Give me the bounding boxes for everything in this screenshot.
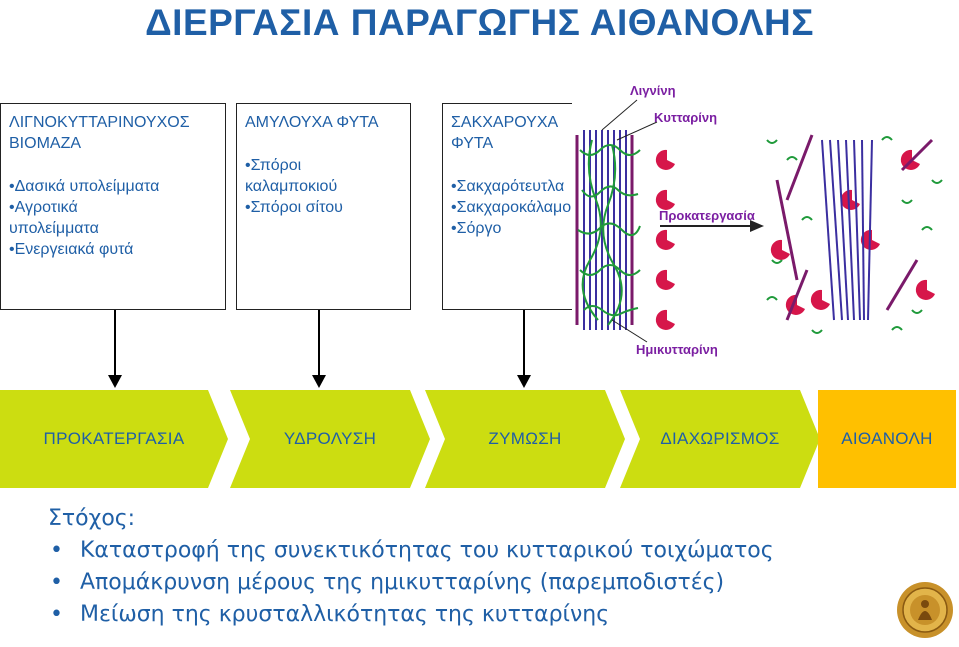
feedstock-item: •Σακχαροκάλαμο	[451, 199, 572, 216]
feedstock-item: •Σπόροι	[245, 157, 302, 174]
cellulose-fibers	[583, 130, 627, 330]
feedstock-header: ΣΑΚΧΑΡΟΥΧΑ ΦΥΤΑ	[451, 114, 558, 152]
feedstock-item: υπολείμματα	[9, 220, 99, 237]
arrow-down-icon	[517, 375, 531, 388]
goal-title: Στόχος:	[48, 506, 136, 531]
process-step-label: ΔΙΑΧΩΡΙΣΜΟΣ	[660, 429, 780, 448]
ethanol-box-shape	[818, 390, 956, 488]
goal-item: Μείωση της κρυσταλλικότητας της κυτταρίν…	[48, 599, 774, 631]
feedstock-starch-box: ΑΜΥΛΟΥΧΑ ΦΥΤΑ •Σπόροι καλαμποκιού •Σπόρο…	[236, 103, 411, 310]
feedstock-lignocellulosic-box: ΛΙΓΝΟΚΥΤΤΑΡΙΝΟΥΧΟΣ ΒΙΟΜΑΖΑ •Δασικά υπολε…	[0, 103, 226, 310]
hemicellulose-fragments	[766, 136, 943, 334]
hemicellulose-strands	[577, 139, 641, 326]
process-step-separation: ΔΙΑΧΩΡΙΣΜΟΣ	[620, 390, 820, 488]
feedstock-item: •Σακχαρότευτλα	[451, 178, 565, 195]
step-arrow-shape	[0, 390, 228, 488]
page-title: ΔΙΕΡΓΑΣΙΑ ΠΑΡΑΓΩΓΗΣ ΑΙΘΑΝΟΛΗΣ	[145, 2, 814, 43]
goal-item: Απομάκρυνση μέρους της ημικυτταρίνης (πα…	[48, 567, 774, 599]
feedstock-item: •Σπόροι σίτου	[245, 199, 343, 216]
lignocellulose-diagram-svg	[572, 80, 959, 370]
step-arrow-shape	[425, 390, 625, 488]
process-step-hydrolysis: ΥΔΡΟΛΥΣΗ	[230, 390, 430, 488]
pretreatment-label: Προκατεργασία	[659, 208, 755, 223]
disrupted-fibers	[821, 139, 873, 321]
feedstock-item: •Σόργο	[451, 220, 502, 237]
connector-line	[114, 310, 116, 376]
hemicellulose-label: Ημικυτταρίνη	[636, 342, 718, 357]
lignin-strands	[575, 135, 634, 325]
feedstock-item: •Ενεργειακά φυτά	[9, 241, 134, 258]
lignin-label: Λιγνίνη	[630, 83, 676, 98]
step-arrow-shape	[620, 390, 820, 488]
process-step-pretreatment: ΠΡΟΚΑΤΕΡΓΑΣΙΑ	[0, 390, 228, 488]
goal-item: Καταστροφή της συνεκτικότητας του κυτταρ…	[48, 535, 774, 567]
process-step-label: ΥΔΡΟΛΥΣΗ	[283, 429, 377, 448]
lignin-fragments	[775, 134, 934, 321]
connector-line	[318, 310, 320, 376]
process-step-fermentation: ΖΥΜΩΣΗ	[425, 390, 625, 488]
arrow-down-icon	[312, 375, 326, 388]
connector-line	[523, 310, 525, 376]
process-step-label: ΑΙΘΑΝΟΛΗ	[841, 429, 933, 448]
feedstock-item: •Αγροτικά	[9, 199, 78, 216]
feedstock-sugar-box: ΣΑΚΧΑΡΟΥΧΑ ΦΥΤΑ •Σακχαρότευτλα •Σακχαροκ…	[442, 103, 587, 310]
cellulose-label: Κυτταρίνη	[654, 110, 718, 125]
goal-section: Στόχος: Καταστροφή της συνεκτικότητας το…	[48, 506, 774, 631]
feedstock-header: ΛΙΓΝΟΚΥΤΤΑΡΙΝΟΥΧΟΣ ΒΙΟΜΑΖΑ	[9, 114, 190, 152]
arrow-down-icon	[108, 375, 122, 388]
feedstock-item: •Δασικά υπολείμματα	[9, 178, 160, 195]
process-step-label: ΠΡΟΚΑΤΕΡΓΑΣΙΑ	[43, 429, 185, 448]
process-step-label: ΖΥΜΩΣΗ	[488, 429, 562, 448]
feedstock-item: καλαμποκιού	[245, 178, 338, 195]
university-seal-logo	[896, 580, 954, 645]
feedstock-header: ΑΜΥΛΟΥΧΑ ΦΥΤΑ	[245, 114, 379, 131]
step-arrow-shape	[230, 390, 430, 488]
lignocellulose-structure-diagram: Λιγνίνη Κυτταρίνη Προκατεργασία Ημικυττα…	[572, 80, 959, 370]
process-step-ethanol: ΑΙΘΑΝΟΛΗ	[818, 390, 956, 488]
